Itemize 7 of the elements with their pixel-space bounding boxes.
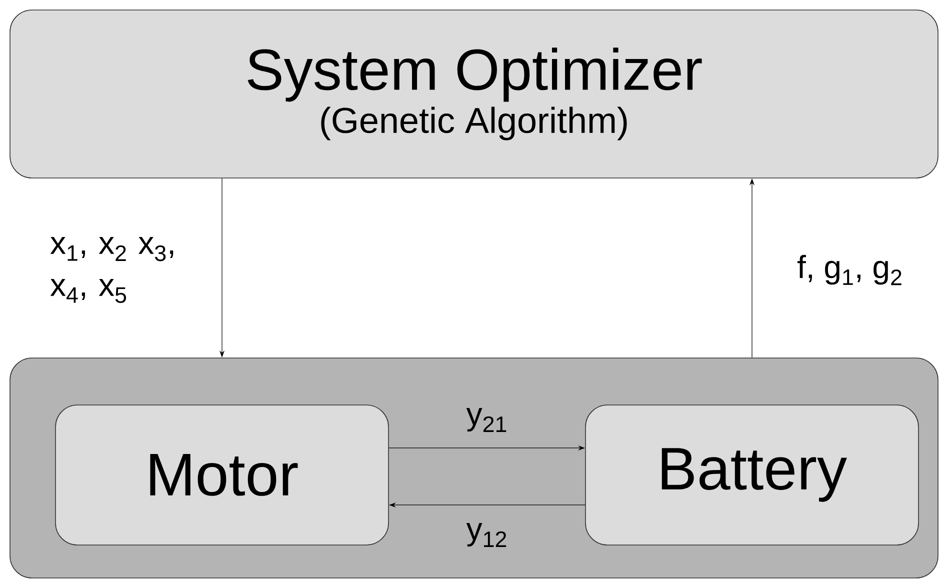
edge-label: y$_{21}$ [466,408,506,432]
edge-label: y$_{12}$ [466,523,506,547]
process-box: Battery [585,404,919,546]
edge-label: f, g$_{1}$, g$_{2}$ [797,254,902,286]
process-box: System Optimizer (Genetic Algorithm) [10,10,938,178]
process-box: Motor [55,404,389,546]
edge-label: x$_{1}$, x$_{2}$ x$_{3}$, x$_{4}$, x$_{5}$ [50,237,174,303]
